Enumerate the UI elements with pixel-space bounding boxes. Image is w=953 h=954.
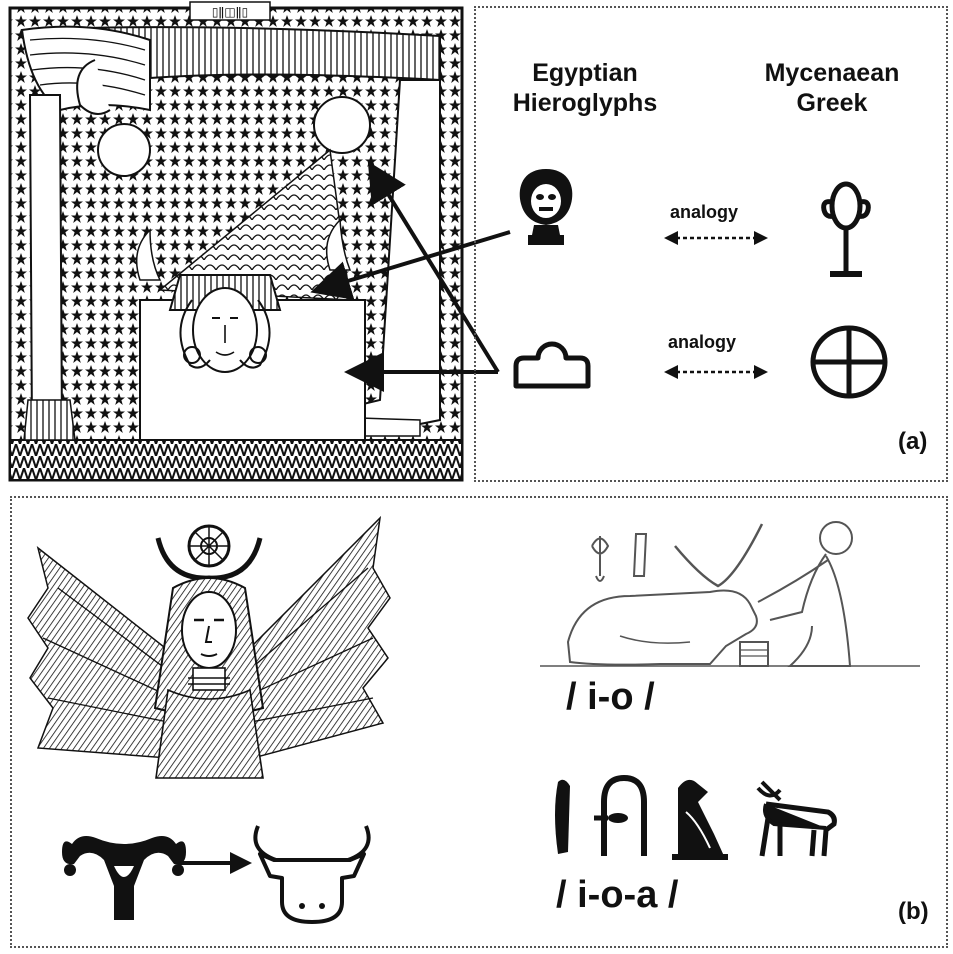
phonetic-io: / i-o / (566, 676, 655, 719)
panel-b-label: (b) (898, 898, 929, 926)
uterus-icon (58, 826, 190, 924)
linear-b-vessel-glyph-icon (816, 178, 876, 280)
hathor-head-glyph-icon (516, 165, 576, 250)
cow-head-icon (246, 820, 378, 930)
double-arrow-2-icon (664, 364, 768, 380)
header-egyptian-hieroglyphs: Egyptian Hieroglyphs (470, 58, 700, 118)
phonetic-ioa: / i-o-a / (556, 874, 678, 917)
header-egyptian-line1: Egyptian (470, 58, 700, 88)
header-mycenaean-greek: Mycenaean Greek (732, 58, 932, 118)
linear-b-wheel-glyph-icon (806, 322, 892, 402)
analogy-label-2: analogy (668, 332, 736, 353)
winged-isis-drawing (28, 508, 390, 784)
io-a-hieroglyph-spelling (548, 772, 848, 862)
double-arrow-1-icon (664, 230, 768, 246)
analogy-label-1: analogy (670, 202, 738, 223)
cow-herdsman-relief (540, 516, 920, 672)
transform-arrow-icon (178, 850, 252, 876)
header-mycenaean-line1: Mycenaean (732, 58, 932, 88)
header-egyptian-line2: Hieroglyphs (470, 88, 700, 118)
header-mycenaean-line2: Greek (732, 88, 932, 118)
sun-on-hill-glyph-icon (512, 338, 592, 390)
panel-a-label: (a) (898, 428, 927, 456)
